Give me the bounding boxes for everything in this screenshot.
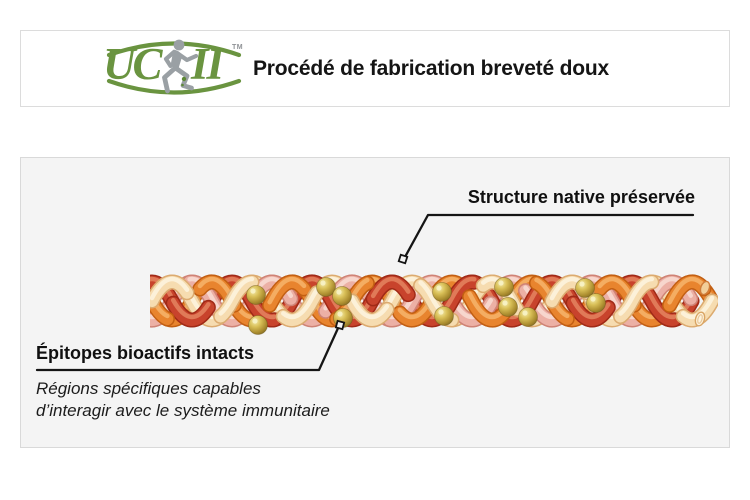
annotation-epitopes-desc-line1: Régions spécifiques capables	[36, 379, 261, 398]
epitope-sphere	[434, 306, 454, 326]
leader-line-epitopes	[35, 319, 346, 372]
runner-icon	[162, 39, 199, 94]
annotation-structure-label: Structure native préservée	[467, 187, 695, 207]
leader-marker-square	[334, 319, 346, 331]
collagen-helix	[132, 279, 712, 327]
leader-line-structure	[397, 213, 695, 265]
epitope-sphere	[518, 307, 538, 327]
annotation-epitopes-title: Épitopes bioactifs intacts	[36, 343, 255, 363]
epitope-sphere	[498, 297, 518, 317]
diagram-panel: Structure native préservée Épitopes bioa…	[20, 157, 730, 448]
epitope-sphere	[332, 286, 352, 306]
epitope-sphere	[575, 278, 595, 298]
runner-knee-dot-icon	[181, 76, 187, 82]
annotation-epitopes-desc-line2: d’interagir avec le système immunitaire	[36, 401, 330, 420]
logo-graphic	[106, 39, 242, 95]
epitope-sphere	[432, 282, 452, 302]
epitope-sphere	[586, 293, 606, 313]
epitope-sphere	[248, 315, 268, 335]
collagen-weave-overlay	[132, 279, 712, 320]
strand-tube-end-icon	[694, 280, 711, 327]
annotation-epitopes-description: Régions spécifiques capables d’interagir…	[36, 378, 330, 422]
epitope-sphere	[246, 285, 266, 305]
page-title: Procédé de fabrication breveté doux	[253, 56, 609, 80]
epitope-sphere	[494, 277, 514, 297]
logo-trademark: TM	[232, 44, 244, 51]
collagen-helix-illustration	[35, 213, 729, 372]
ucii-logo: UC II TM	[103, 35, 245, 101]
leader-marker-square	[397, 253, 409, 265]
logo-arc-bottom-icon	[106, 78, 242, 95]
header-panel: UC II TM Procédé de fabrication breveté	[20, 30, 730, 107]
epitope-spheres	[246, 277, 606, 335]
epitope-sphere	[316, 277, 336, 297]
